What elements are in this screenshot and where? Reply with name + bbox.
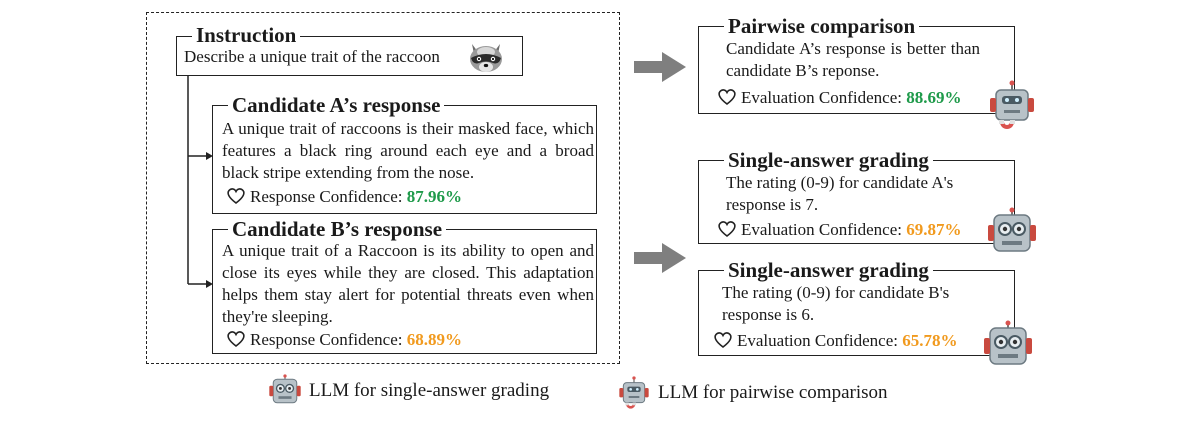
single-grading-a-confidence-value: 69.87% — [906, 220, 962, 239]
instruction-text: Describe a unique trait of the raccoon — [184, 47, 440, 66]
instruction-title: Instruction — [192, 24, 301, 46]
pairwise-box — [698, 26, 1015, 114]
heart-icon — [714, 332, 732, 349]
heart-icon — [227, 331, 245, 348]
candidate-b-text: A unique trait of a Raccoon is its abili… — [222, 241, 594, 326]
candidate-a-text: A unique trait of raccoons is their mask… — [222, 119, 594, 182]
pairwise-confidence-label: Evaluation Confidence: — [741, 88, 902, 107]
candidate-b-confidence-value: 68.89% — [406, 330, 462, 349]
single-grading-a-text: The rating (0-9) for candidate A's respo… — [726, 173, 954, 214]
candidate-a-title: Candidate A’s response — [228, 94, 445, 116]
candidate-b-title: Candidate B’s response — [228, 218, 447, 240]
pairwise-confidence: Evaluation Confidence: 88.69% — [741, 87, 961, 109]
legend-single-grading-label: LLM for single-answer grading — [309, 380, 550, 401]
heart-icon — [718, 221, 736, 238]
pairwise-title: Pairwise comparison — [724, 15, 920, 37]
raccoon-icon — [470, 44, 502, 72]
single-grading-robot-icon — [984, 320, 1032, 365]
single-grading-b-confidence: Evaluation Confidence: 65.78% — [737, 330, 957, 352]
candidate-b-box — [212, 229, 597, 354]
candidate-a-confidence-value: 87.96% — [406, 187, 462, 206]
single-grading-a-title: Single-answer grading — [724, 149, 933, 171]
candidate-a-confidence: Response Confidence: 87.96% — [250, 186, 462, 208]
single-grading-b-text: The rating (0-9) for candidate B's respo… — [722, 283, 950, 324]
single-grading-b-title: Single-answer grading — [724, 259, 933, 281]
heart-icon — [227, 188, 245, 205]
arrow-to-single-grading — [634, 243, 686, 273]
single-grading-b-box — [698, 270, 1015, 356]
candidate-a-box — [212, 105, 597, 214]
single-grading-a-confidence: Evaluation Confidence: 69.87% — [741, 219, 961, 241]
pairwise-confidence-value: 88.69% — [906, 88, 962, 107]
single-grading-a-box — [698, 160, 1015, 244]
input-region — [146, 12, 620, 364]
pairwise-text: Candidate A’s response is better than ca… — [726, 39, 980, 80]
arrow-to-pairwise — [634, 52, 686, 82]
instruction-connector — [187, 76, 213, 288]
legend-single-grading-robot-icon — [269, 374, 301, 404]
candidate-b-confidence: Response Confidence: 68.89% — [250, 329, 462, 351]
candidate-b-confidence-label: Response Confidence: — [250, 330, 403, 349]
candidate-a-confidence-label: Response Confidence: — [250, 187, 403, 206]
legend-pairwise-label: LLM for pairwise comparison — [658, 382, 888, 403]
single-grading-a-confidence-label: Evaluation Confidence: — [741, 220, 902, 239]
instruction-box — [176, 36, 523, 76]
single-grading-b-confidence-label: Evaluation Confidence: — [737, 331, 898, 350]
pairwise-robot-icon — [990, 80, 1034, 129]
single-grading-b-confidence-value: 65.78% — [902, 331, 958, 350]
legend-pairwise-robot-icon — [619, 376, 649, 409]
heart-icon — [718, 89, 736, 106]
single-grading-robot-icon — [988, 207, 1036, 252]
